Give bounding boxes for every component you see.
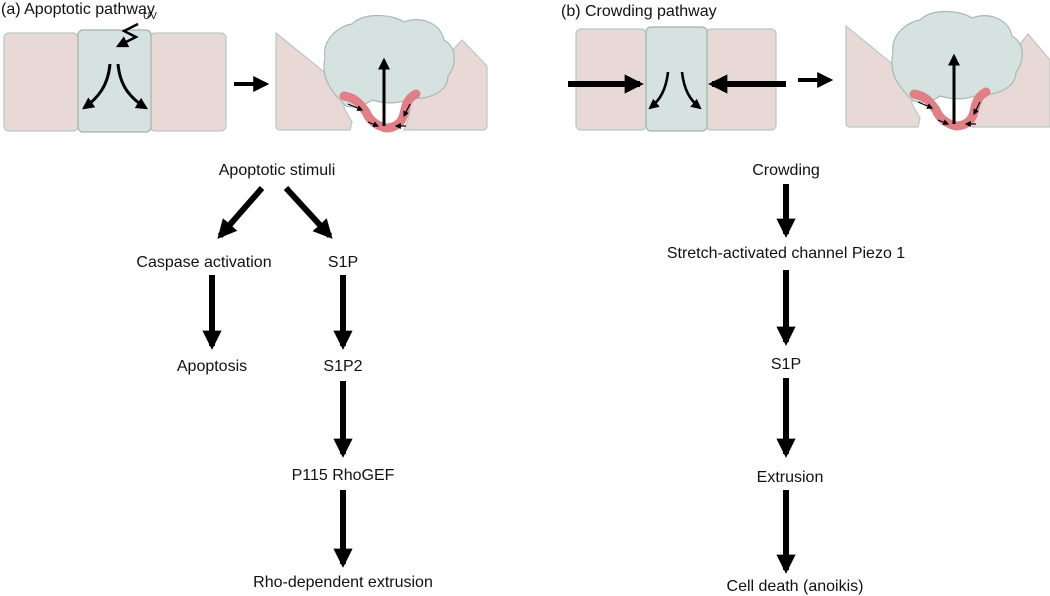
node-s1p: S1P [327, 254, 359, 271]
ring-arrow [937, 119, 950, 126]
uv-label: UV [143, 11, 157, 22]
neighbor-cell [149, 32, 227, 132]
node-p115-rhogef: P115 RhoGEF [291, 467, 395, 484]
panel-b-label: (b) Crowding pathway [561, 3, 717, 20]
flow-arrow-stimuli-to-s1p [283, 185, 333, 239]
panel-a-cell-row [3, 22, 227, 133]
panel-a-extruding-cell [275, 14, 488, 133]
neighbor-cell [3, 32, 79, 132]
ring-arrow [917, 101, 934, 109]
node-rho-dependent-extrusion: Rho-dependent extrusion [253, 574, 433, 591]
epithelium-block [845, 24, 921, 128]
node-apoptotic-stimuli: Apoptotic stimuli [218, 162, 336, 179]
crowded-cell [645, 26, 708, 132]
ring-arrow [973, 101, 981, 116]
neighbor-cell [705, 28, 777, 131]
node-cell-death-anoikis: Cell death (anoikis) [726, 578, 864, 595]
node-extrusion: Extrusion [756, 469, 824, 486]
node-piezo1-channel: Stretch-activated channel Piezo 1 [666, 245, 906, 262]
node-s1p2: S1P2 [323, 358, 363, 375]
node-crowding: Crowding [752, 162, 820, 179]
apoptotic-cell [77, 29, 152, 133]
panel-b-cell-row [568, 26, 786, 132]
contraction-arrow-left [648, 71, 670, 110]
contraction-arrow-right [116, 63, 149, 110]
panel-a-flow-arrows [202, 185, 353, 568]
contraction-arrow-right [680, 71, 702, 110]
epithelium-block [275, 31, 353, 131]
panel-b-extruding-cell [845, 10, 1050, 131]
node-s1p: S1P [770, 356, 802, 373]
ring-arrow [347, 103, 364, 111]
flow-arrow-stimuli-to-caspase [217, 186, 265, 239]
neighbor-cell [575, 28, 647, 131]
uv-ray-icon [115, 22, 139, 48]
extruding-cell-body [891, 10, 1023, 103]
contraction-arrow-left [82, 63, 112, 110]
panel-a-label: (a) Apoptotic pathway [1, 1, 155, 18]
ring-arrow [403, 103, 411, 118]
ring-arrow [367, 121, 380, 128]
node-apoptosis: Apoptosis [176, 358, 248, 375]
node-caspase-activation: Caspase activation [136, 254, 272, 271]
